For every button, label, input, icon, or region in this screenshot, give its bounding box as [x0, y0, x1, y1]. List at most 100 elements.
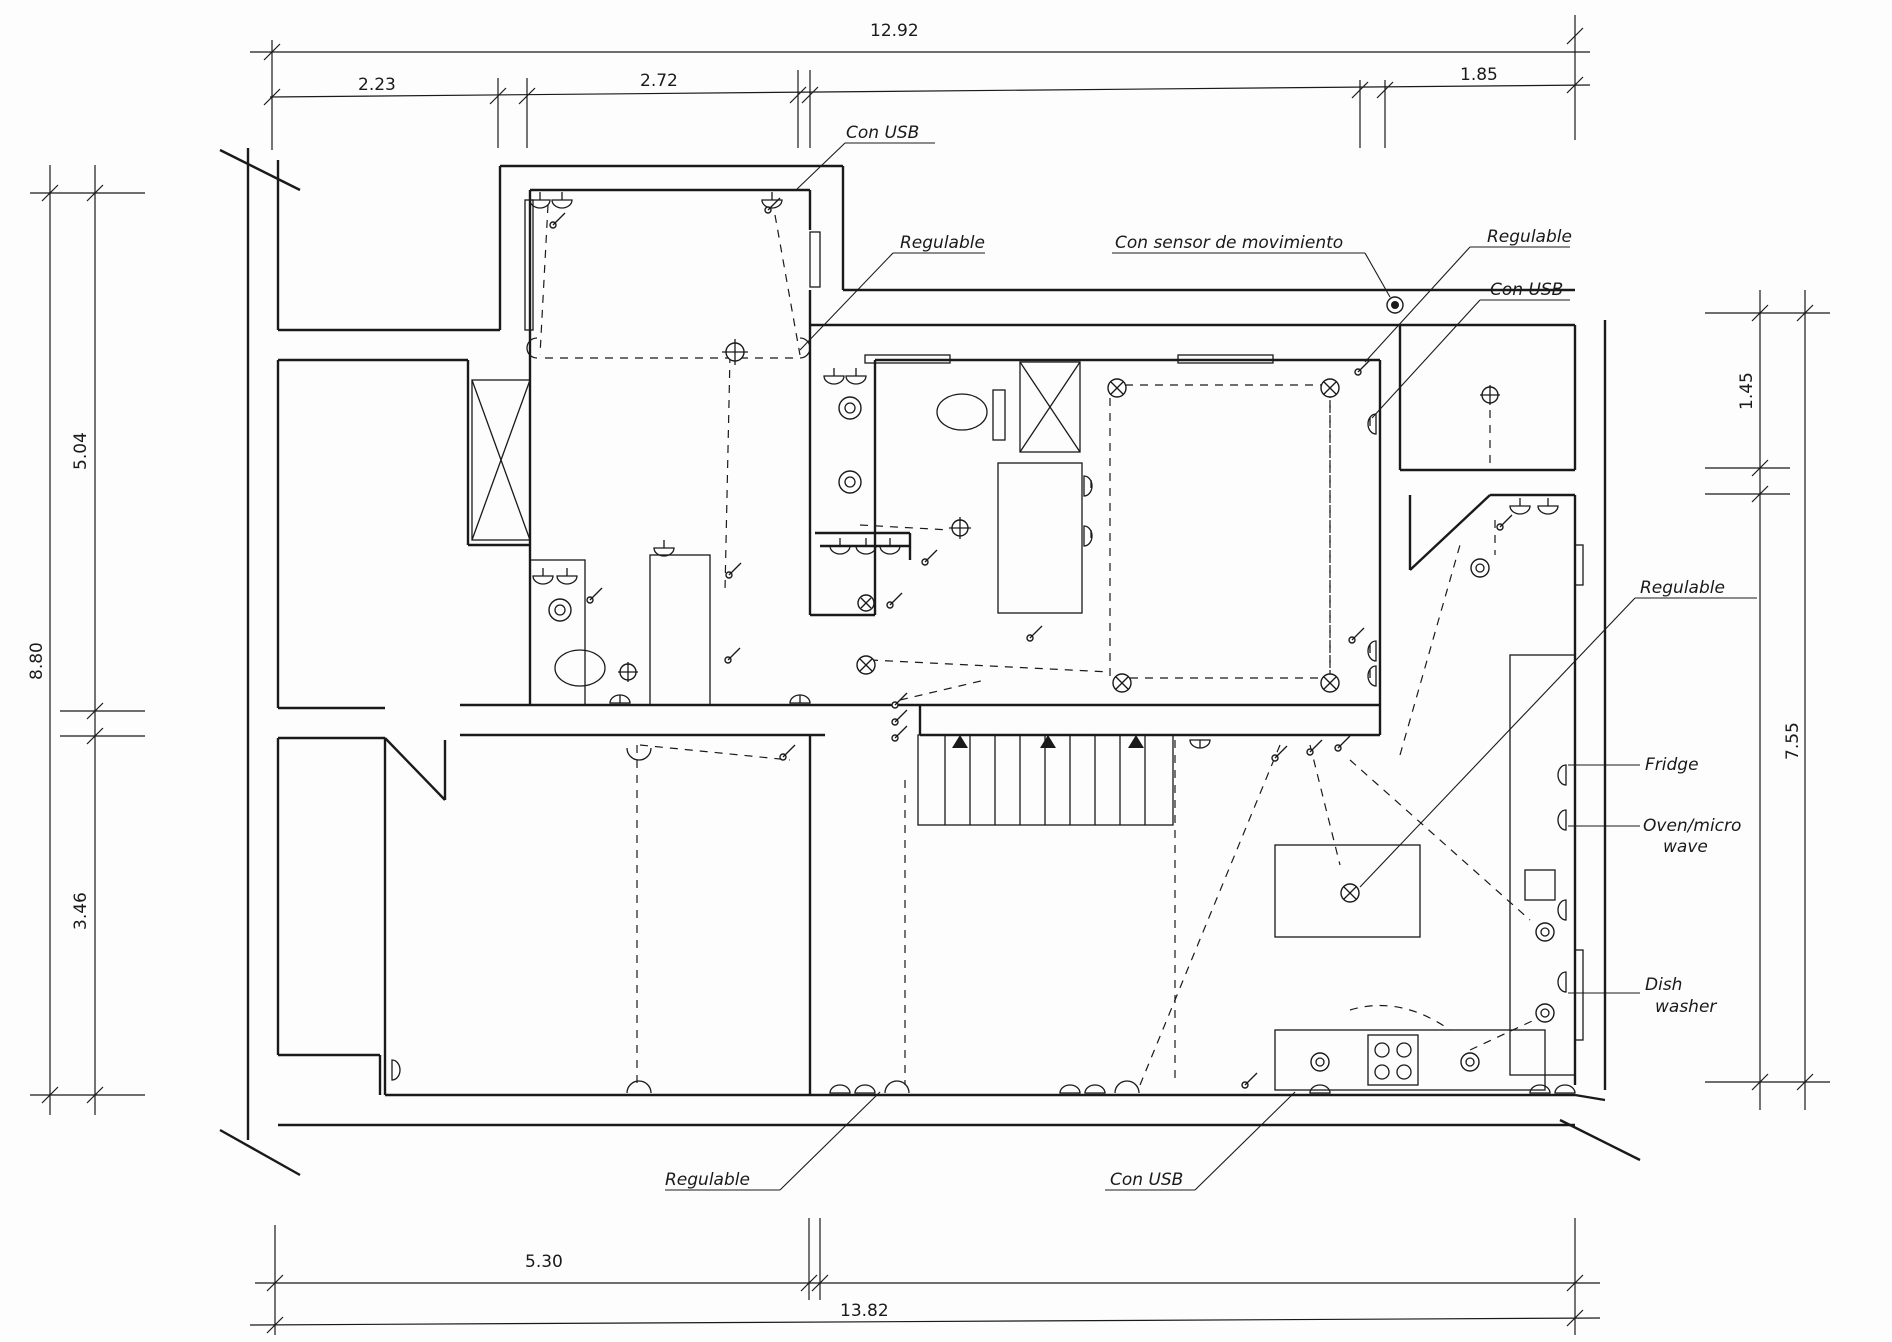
outlet-icon — [1083, 475, 1093, 497]
x-light-icon — [856, 655, 876, 675]
switch-icon — [886, 592, 903, 609]
outlet-icon — [1083, 525, 1093, 547]
wall-light-icon — [1114, 1080, 1140, 1094]
outlet-icon — [829, 1084, 851, 1094]
dim-top-total: 12.92 — [870, 21, 919, 41]
wall-light-icon — [526, 337, 538, 359]
ceiling-light-icon — [1535, 1003, 1555, 1023]
outlet-icon — [855, 538, 877, 555]
switches — [549, 197, 1513, 1089]
outlet-icon — [1557, 809, 1567, 831]
outlet-icon — [829, 538, 851, 555]
top-dimensions: 12.92 2.23 2.72 1.85 — [250, 15, 1591, 150]
outlet-icon — [653, 540, 675, 557]
switch-icon — [1271, 745, 1288, 762]
staircase — [917, 734, 1174, 826]
outlet-icon — [1367, 413, 1377, 435]
outlet-icon — [761, 192, 783, 209]
switch-icon — [891, 692, 908, 709]
annotation-dimmable-right-top: Regulable — [1487, 227, 1572, 247]
ceiling-light-icon — [1470, 558, 1490, 578]
outlet-icon — [1509, 498, 1531, 515]
ceiling-light-icon — [722, 339, 748, 365]
switch-icon — [921, 549, 938, 566]
outlet-icon — [845, 368, 867, 385]
left-dimensions: 5.04 8.80 3.46 — [27, 165, 145, 1115]
annotation-dimmable-kitchen: Regulable — [1640, 578, 1725, 598]
annotation-dimmable-top: Regulable — [900, 233, 985, 253]
ceiling-light-icon — [838, 396, 862, 420]
outlet-icon — [1557, 899, 1567, 921]
outlet-icon — [556, 568, 578, 585]
ceiling-light-icon — [949, 517, 971, 539]
ceiling-light-icon — [1480, 385, 1500, 405]
outlet-icon — [1529, 1084, 1551, 1094]
outlet-icon — [391, 1059, 401, 1081]
switch-icon — [891, 709, 908, 726]
right-dimensions: 1.45 7.55 — [1705, 290, 1830, 1110]
fixtures — [471, 199, 1584, 1091]
switch-icon — [1354, 359, 1371, 376]
sink — [1524, 869, 1556, 901]
switch-icon — [725, 562, 742, 579]
outlet-icon — [1059, 1084, 1081, 1094]
outlet-icon — [823, 368, 845, 385]
toilet-icon — [936, 393, 988, 431]
switch-icon — [724, 647, 741, 664]
outlet-icon — [1557, 764, 1567, 786]
x-light-icon — [1320, 673, 1340, 693]
outlets — [391, 192, 1576, 1094]
annotation-usb-top: Con USB — [846, 123, 919, 143]
switch-icon — [764, 197, 781, 214]
dim-top-seg-2: 2.72 — [640, 71, 678, 91]
outlet-icon — [1309, 1084, 1331, 1094]
annotations: Con USB Regulable Con sensor de movimien… — [665, 123, 1741, 1190]
outlet-icon — [1367, 640, 1377, 662]
dim-bottom-seg: 5.30 — [525, 1252, 563, 1272]
wall-light-icon — [799, 337, 811, 359]
dim-right-total: 7.55 — [1783, 722, 1803, 760]
switch-icon — [1496, 514, 1513, 531]
kitchen-island — [1274, 844, 1421, 938]
x-light-icon — [1320, 378, 1340, 398]
outlet-icon — [529, 192, 551, 209]
cooktop — [1367, 1034, 1419, 1086]
dim-bottom-total: 13.82 — [840, 1301, 889, 1321]
wall-light-icon — [626, 747, 652, 761]
switch-icon — [1306, 739, 1323, 756]
outlet-icon — [609, 694, 631, 704]
outlet-icon — [532, 568, 554, 585]
outlet-icon — [854, 1084, 876, 1094]
outlet-icon — [1554, 1084, 1576, 1094]
switch-icon — [549, 212, 566, 229]
outlet-icon — [1537, 498, 1559, 515]
outlet-icon — [551, 192, 573, 209]
wall-light-icon — [884, 1080, 910, 1094]
dim-left-total: 8.80 — [27, 642, 47, 680]
switch-icon — [1334, 735, 1351, 752]
annotation-usb-bottom: Con USB — [1110, 1170, 1183, 1190]
switch-icon — [1241, 1072, 1258, 1089]
switch-icon — [779, 744, 796, 761]
ceiling-light-icon — [1310, 1052, 1330, 1072]
annotation-dishwasher-line2: washer — [1655, 997, 1717, 1017]
outlet-icon — [789, 694, 811, 704]
switch-icon — [586, 587, 603, 604]
annotation-leaders — [665, 142, 1757, 1191]
x-light-icon — [1107, 378, 1127, 398]
light-fixtures — [526, 296, 1555, 1094]
outlet-icon — [1084, 1084, 1106, 1094]
annotation-usb-right-top: Con USB — [1490, 280, 1563, 300]
ceiling-light-icon — [548, 598, 572, 622]
electrical-wiring — [539, 204, 1546, 1086]
dim-left-lower: 3.46 — [71, 892, 91, 930]
bottom-dimensions: 5.30 13.82 — [249, 1218, 1601, 1335]
annotation-motion-sensor: Con sensor de movimiento — [1115, 233, 1343, 253]
x-light-icon — [1112, 673, 1132, 693]
annotation-dimmable-bottom: Regulable — [665, 1170, 750, 1190]
outlet-icon — [1367, 665, 1377, 687]
wall-light-icon — [626, 1080, 652, 1094]
dim-top-seg-3: 1.85 — [1460, 65, 1498, 85]
ceiling-light-icon — [618, 662, 638, 682]
